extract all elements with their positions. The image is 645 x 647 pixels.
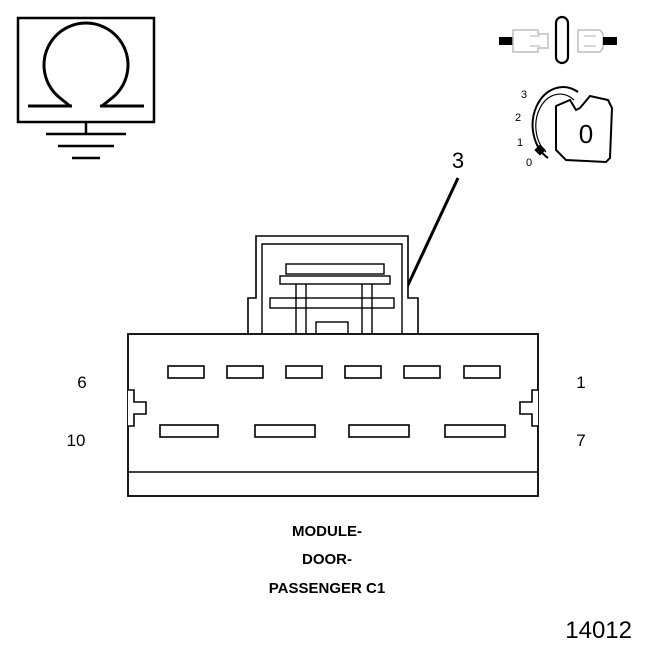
connector-name-line-3: PASSENGER C1 xyxy=(269,580,385,597)
pin-cavity-4 xyxy=(285,365,323,379)
pin-label-bottom-right: 7 xyxy=(576,431,585,450)
pin-label-bottom-left: 10 xyxy=(67,431,86,450)
pin-label-top-right: 1 xyxy=(576,373,585,392)
pin-cavity-5 xyxy=(226,365,264,379)
pin-cavity-8 xyxy=(348,424,410,438)
connector-latch xyxy=(247,235,419,335)
figure-number: 14012 xyxy=(565,617,632,644)
pin-cavity-6 xyxy=(167,365,205,379)
left-key xyxy=(128,389,147,427)
right-key xyxy=(519,389,538,427)
ignition-position-0: 0 xyxy=(526,157,532,169)
pin-cavity-10 xyxy=(159,424,219,438)
connector-face xyxy=(127,235,539,497)
connector-disconnected-icon xyxy=(499,15,617,65)
ignition-key-label: 0 xyxy=(579,119,593,149)
pin-cavity-3 xyxy=(344,365,382,379)
ignition-key-icon: 0 3 2 1 0 xyxy=(515,86,614,169)
ohmmeter-ground-icon xyxy=(16,16,156,160)
pin-label-top-left: 6 xyxy=(77,373,86,392)
connector-name-line-2: DOOR- xyxy=(302,551,352,568)
connector-name-line-1: MODULE- xyxy=(292,523,362,540)
ignition-position-1: 1 xyxy=(517,137,523,149)
pin-cavity-1 xyxy=(463,365,501,379)
ignition-position-2: 2 xyxy=(515,112,521,124)
callout-pin-number: 3 xyxy=(452,148,464,173)
pin-cavity-2 xyxy=(403,365,441,379)
pin-cavity-9 xyxy=(254,424,316,438)
pin-cavity-7 xyxy=(444,424,506,438)
ignition-position-3: 3 xyxy=(521,89,527,101)
